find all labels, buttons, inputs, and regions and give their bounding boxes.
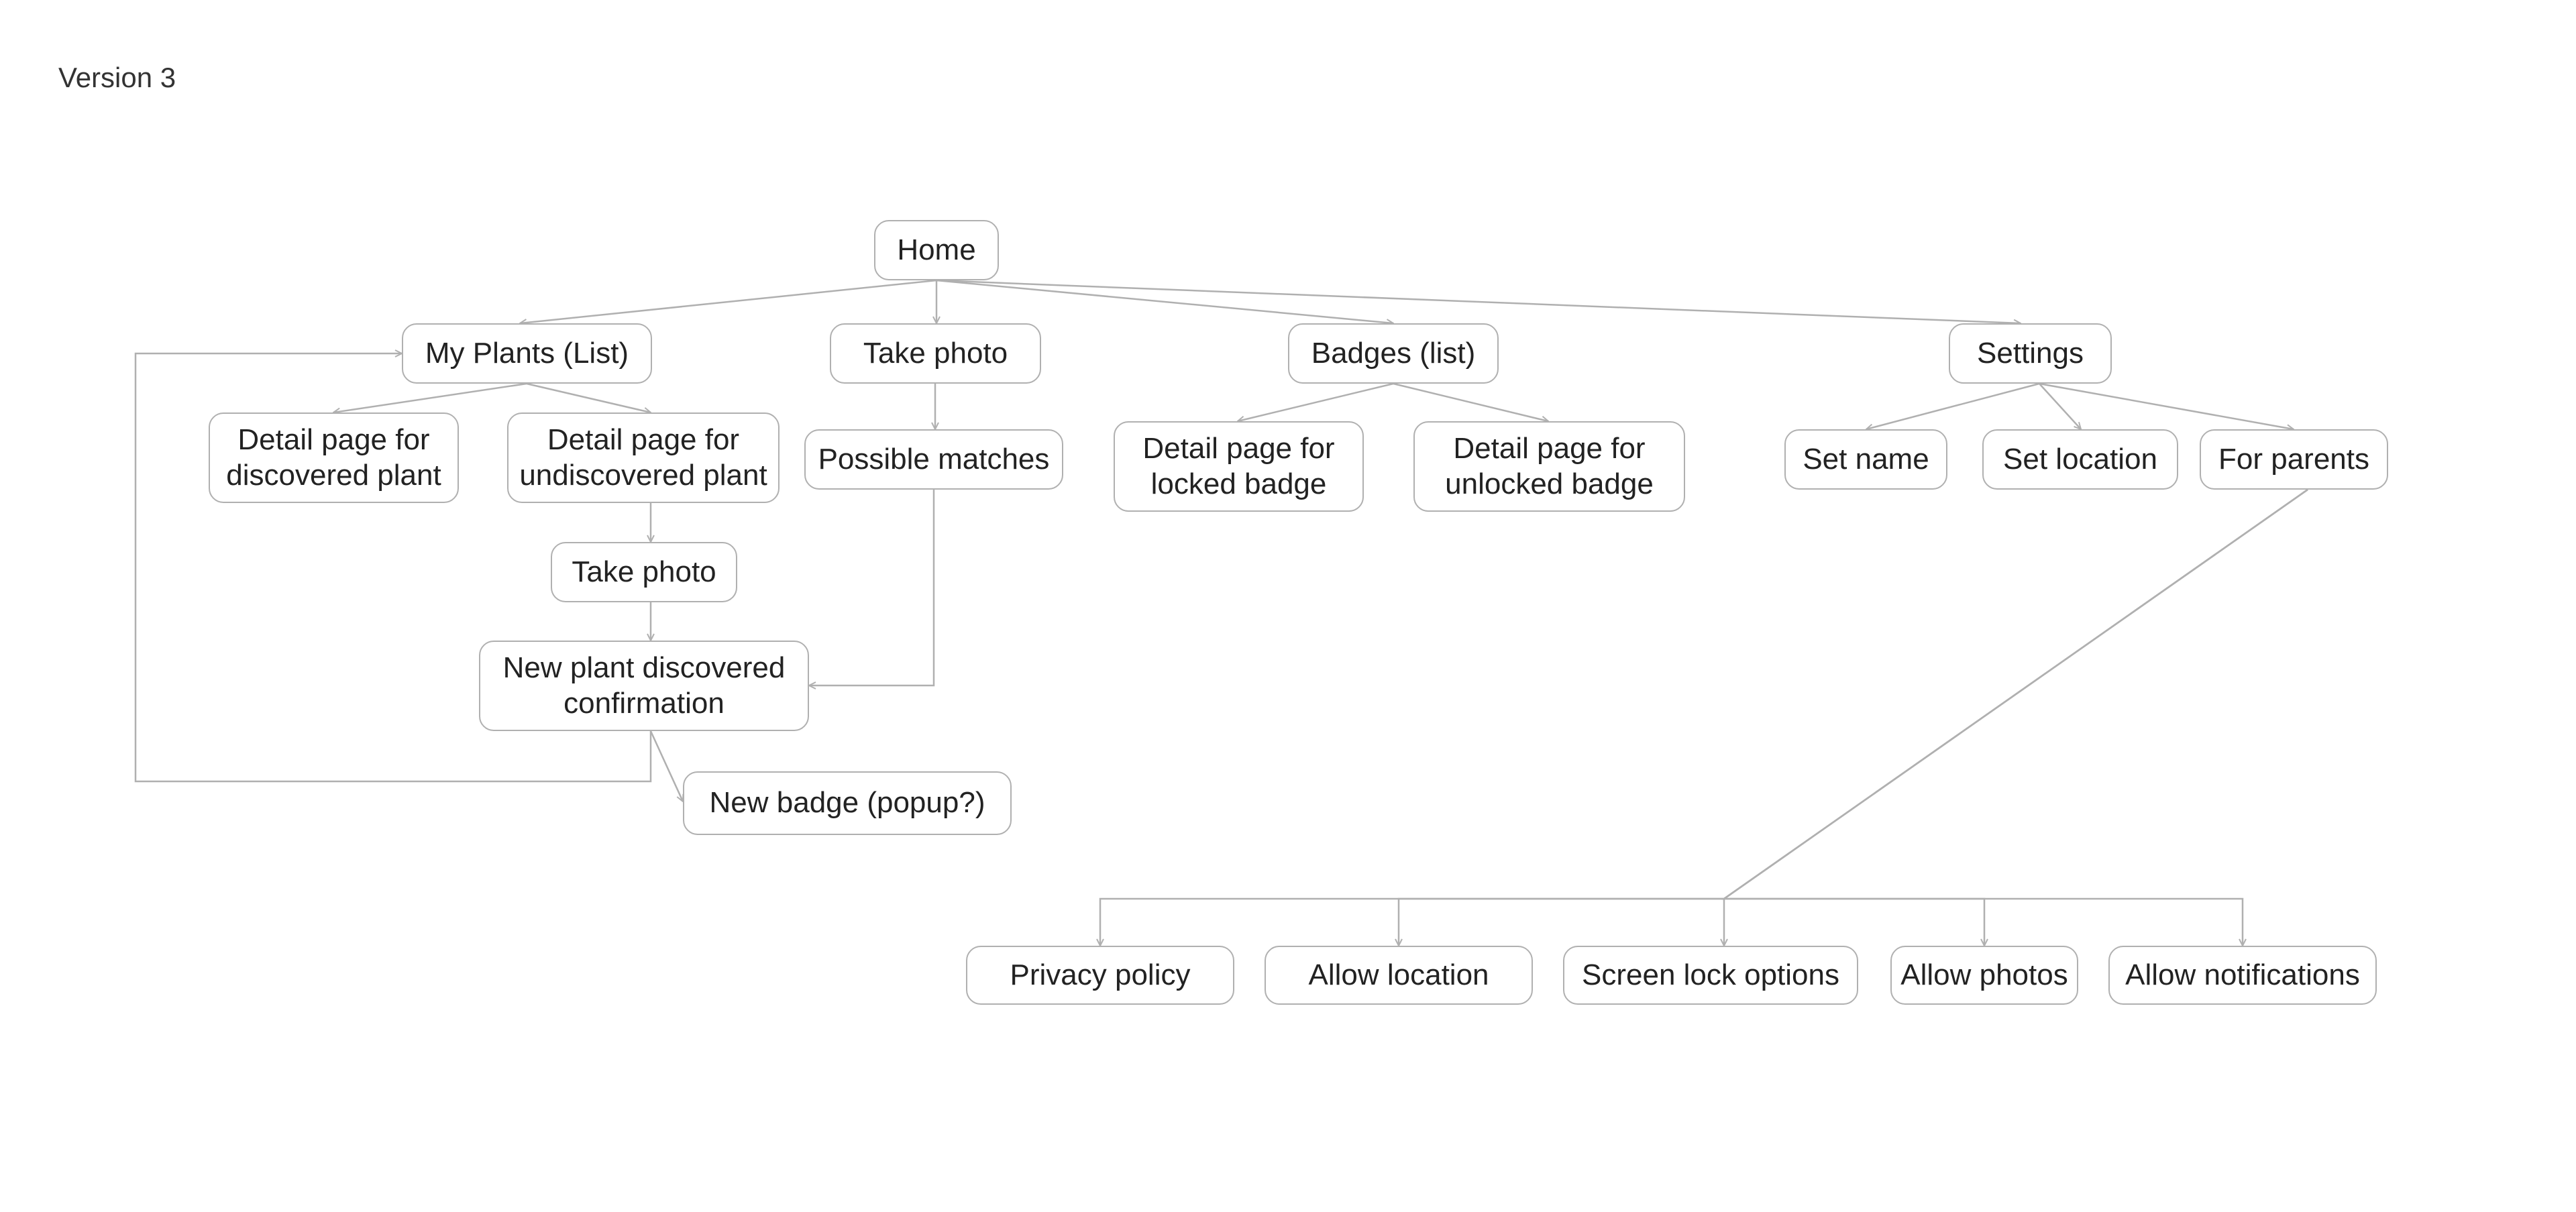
edge-for-parents-to-allow-photos <box>1721 488 2308 946</box>
edge-for-parents-to-privacy-policy <box>1100 488 2308 946</box>
node-set-location: Set location <box>1982 429 2178 490</box>
node-detail-undiscovered: Detail page for undiscovered plant <box>507 412 780 503</box>
edge-new-plant-confirm-to-new-badge <box>649 730 683 802</box>
edge-possible-matches-to-new-plant-confirm <box>809 490 935 685</box>
node-detail-discovered: Detail page for discovered plant <box>209 412 459 503</box>
edge-home-to-badges <box>936 279 1393 323</box>
node-badges: Badges (list) <box>1288 323 1499 384</box>
node-allow-notifications: Allow notifications <box>2108 946 2377 1005</box>
node-detail-locked: Detail page for locked badge <box>1114 421 1364 512</box>
edge-for-parents-to-allow-notifications <box>1721 488 2308 946</box>
edge-badges-to-detail-unlocked <box>1393 382 1548 421</box>
node-screen-lock-options: Screen lock options <box>1563 946 1858 1005</box>
node-allow-location: Allow location <box>1265 946 1533 1005</box>
edge-badges-to-detail-locked <box>1238 382 1394 421</box>
node-settings: Settings <box>1949 323 2112 384</box>
edge-home-to-settings <box>936 279 2021 323</box>
node-new-plant-confirmation: New plant discovered confirmation <box>479 641 809 731</box>
edge-for-parents-to-screen-lock <box>1724 488 2308 946</box>
node-my-plants: My Plants (List) <box>402 323 652 384</box>
edge-settings-to-for-parents <box>2039 382 2294 429</box>
edge-for-parents-to-allow-location <box>1399 488 2308 946</box>
edge-my-plants-to-detail-undiscovered <box>526 382 651 412</box>
node-detail-unlocked: Detail page for unlocked badge <box>1413 421 1685 512</box>
edge-settings-to-set-location <box>2039 383 2081 429</box>
diagram-title: Version 3 <box>58 62 176 93</box>
node-allow-photos: Allow photos <box>1890 946 2078 1005</box>
node-for-parents: For parents <box>2200 429 2388 490</box>
node-take-photo-main: Take photo <box>830 323 1041 384</box>
node-new-badge-popup: New badge (popup?) <box>683 771 1012 835</box>
node-possible-matches: Possible matches <box>804 429 1063 490</box>
edge-settings-to-set-name <box>1866 382 2040 429</box>
node-home: Home <box>874 220 999 280</box>
node-take-photo-sub: Take photo <box>551 542 737 602</box>
edge-new-plant-confirm-to-my-plants <box>134 353 652 783</box>
edge-home-to-my-plants <box>520 279 937 323</box>
node-privacy-policy: Privacy policy <box>966 946 1234 1005</box>
node-set-name: Set name <box>1784 429 1947 490</box>
edge-my-plants-to-detail-discovered <box>333 382 527 412</box>
